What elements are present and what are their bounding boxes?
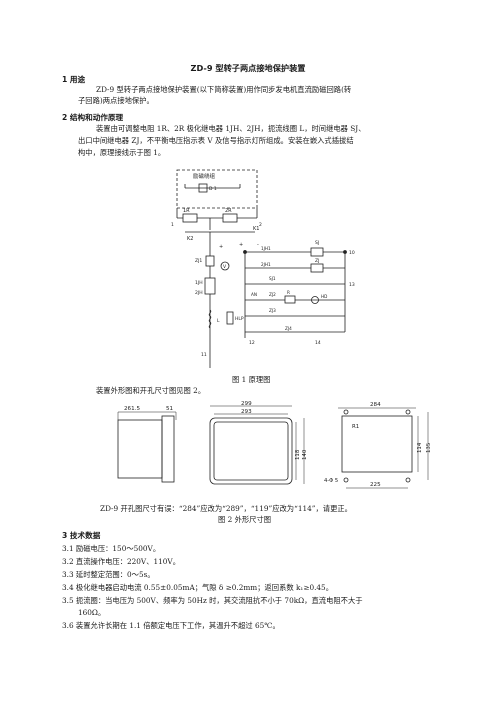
svg-text:2R: 2R <box>225 208 232 214</box>
svg-text:1JH: 1JH <box>195 280 203 286</box>
section-2-line-2: 出口中间继电器 ZJ，不平衡电压指示表 V 及信号指示灯所组成。安装在嵌入式插拔… <box>78 136 354 145</box>
svg-text:ZJ: ZJ <box>315 258 319 264</box>
field-winding-box <box>176 169 258 209</box>
time-relay-sj <box>310 247 324 257</box>
field-winding-label: 励磁绕组 <box>193 172 216 180</box>
section-2-line-1: 装置由可调整电阻 1R、2R 极化继电器 1JH、2JH，扼流线圈 L，时间继电… <box>96 124 366 133</box>
rotor-symbol <box>198 183 208 193</box>
schematic-diagram: 励磁绕组 D 1 1R 2R 1 2 K1 K2 ZJ1 + V 1JH 2JH… <box>171 169 355 368</box>
side-view-front-panel <box>161 415 175 483</box>
signal-lamp-hd <box>311 296 319 304</box>
svg-text:SJ: SJ <box>315 240 319 246</box>
side-view-body <box>117 419 163 479</box>
spec-item: 160Ω。 <box>78 608 106 617</box>
svg-text:1R: 1R <box>183 208 190 214</box>
section-1-line-1: ZD-9 型转子两点接地保护装置(以下简称装置)用作同步发电机直流励磁回路(转 <box>96 85 352 94</box>
panel-cutout <box>341 415 413 473</box>
svg-text:K2: K2 <box>187 236 193 242</box>
svg-text:2JH1: 2JH1 <box>261 262 271 267</box>
spec-item: 3.4 极化继电器启动电流 0.55±0.05mA；气隙 δ ≥0.2mm；返回… <box>62 583 333 592</box>
figure-1-caption: 图 1 原理图 <box>232 375 271 384</box>
svg-text:V: V <box>223 264 227 270</box>
figure-2-note: ZD-9 开孔图尺寸有误：“284”应改为“289”，“119”应改为“114”… <box>100 504 352 513</box>
svg-text:L: L <box>217 318 220 324</box>
svg-text:14: 14 <box>315 340 321 346</box>
svg-text:ZJ3: ZJ3 <box>269 308 276 313</box>
svg-text:10: 10 <box>349 250 355 256</box>
spec-item: 3.5 扼流圈：当电压为 500V、频率为 50Hz 时，其交流阻抗不小于 70… <box>62 596 363 605</box>
svg-text:261.5: 261.5 <box>124 406 140 412</box>
svg-text:ZJ1: ZJ1 <box>195 258 202 264</box>
svg-text:11: 11 <box>201 352 207 358</box>
doc-title: ZD-9 型转子两点接地保护装置 <box>190 63 306 73</box>
svg-text:+: + <box>239 242 243 248</box>
svg-text:2: 2 <box>259 222 262 228</box>
front-view-inner <box>213 421 289 481</box>
svg-text:HLP: HLP <box>235 316 244 322</box>
svg-text:-: - <box>257 242 259 248</box>
svg-text:ZJ4: ZJ4 <box>285 326 292 331</box>
resistor-r <box>284 295 296 304</box>
section-1-heading: 1 用途 <box>62 75 86 84</box>
choke-coil-l <box>208 309 212 329</box>
svg-text:R1: R1 <box>352 424 359 430</box>
section-3-heading: 3 技术数据 <box>62 531 101 540</box>
svg-text:284: 284 <box>370 402 381 408</box>
svg-text:HD: HD <box>321 294 327 299</box>
spec-item: 3.3 延时整定范围：0～5s。 <box>62 570 155 579</box>
svg-text:2JH: 2JH <box>195 290 203 296</box>
svg-text:118: 118 <box>295 449 301 460</box>
svg-text:1JH1: 1JH1 <box>261 246 271 251</box>
figure-2-caption: 图 2 外形尺寸图 <box>218 515 272 524</box>
svg-text:299: 299 <box>241 401 252 407</box>
svg-text:225: 225 <box>370 482 381 488</box>
resistor-1r <box>182 213 198 223</box>
svg-text:114: 114 <box>417 442 423 453</box>
section-1-line-2: 子回路)两点接地保护。 <box>78 96 154 105</box>
figure-2-intro: 装置外形图和开孔尺寸图见图 2。 <box>96 386 206 395</box>
svg-text:13: 13 <box>349 282 355 288</box>
voltmeter-v <box>220 261 230 271</box>
svg-text:135: 135 <box>426 443 432 453</box>
relay-zj <box>310 263 324 273</box>
svg-text:SJ1: SJ1 <box>269 276 276 281</box>
spec-item: 3.2 直流操作电压：220V、110V。 <box>62 557 180 566</box>
hlp-element <box>226 311 234 325</box>
svg-text:4-Φ 5: 4-Φ 5 <box>324 478 338 484</box>
section-2-line-3: 构中，原理接线示于图 1。 <box>78 148 166 157</box>
relay-1jh <box>204 277 216 295</box>
section-2-heading: 2 结构和动作原理 <box>62 113 124 122</box>
front-view-frame <box>209 417 293 485</box>
svg-text:ZJ2: ZJ2 <box>269 292 276 297</box>
svg-text:51: 51 <box>166 406 174 412</box>
svg-text:K1: K1 <box>253 226 259 232</box>
spec-item: 3.1 励磁电压：150～500V。 <box>62 544 161 553</box>
svg-text:R: R <box>287 290 290 295</box>
svg-text:1: 1 <box>171 222 174 228</box>
outline-dimension-drawing: 261.5 51 299 293 118 140 284 R1 114 135 … <box>117 401 432 489</box>
resistor-2r <box>222 213 238 223</box>
svg-text:D 1: D 1 <box>209 186 217 192</box>
svg-text:+: + <box>219 244 223 250</box>
svg-text:140: 140 <box>302 449 308 460</box>
svg-text:12: 12 <box>249 340 255 346</box>
svg-text:AN: AN <box>251 292 257 297</box>
spec-item: 3.6 装置允许长期在 1.1 倍额定电压下工作，其温升不超过 65℃。 <box>62 621 280 630</box>
relay-zj1 <box>205 255 215 267</box>
svg-text:293: 293 <box>241 409 252 415</box>
